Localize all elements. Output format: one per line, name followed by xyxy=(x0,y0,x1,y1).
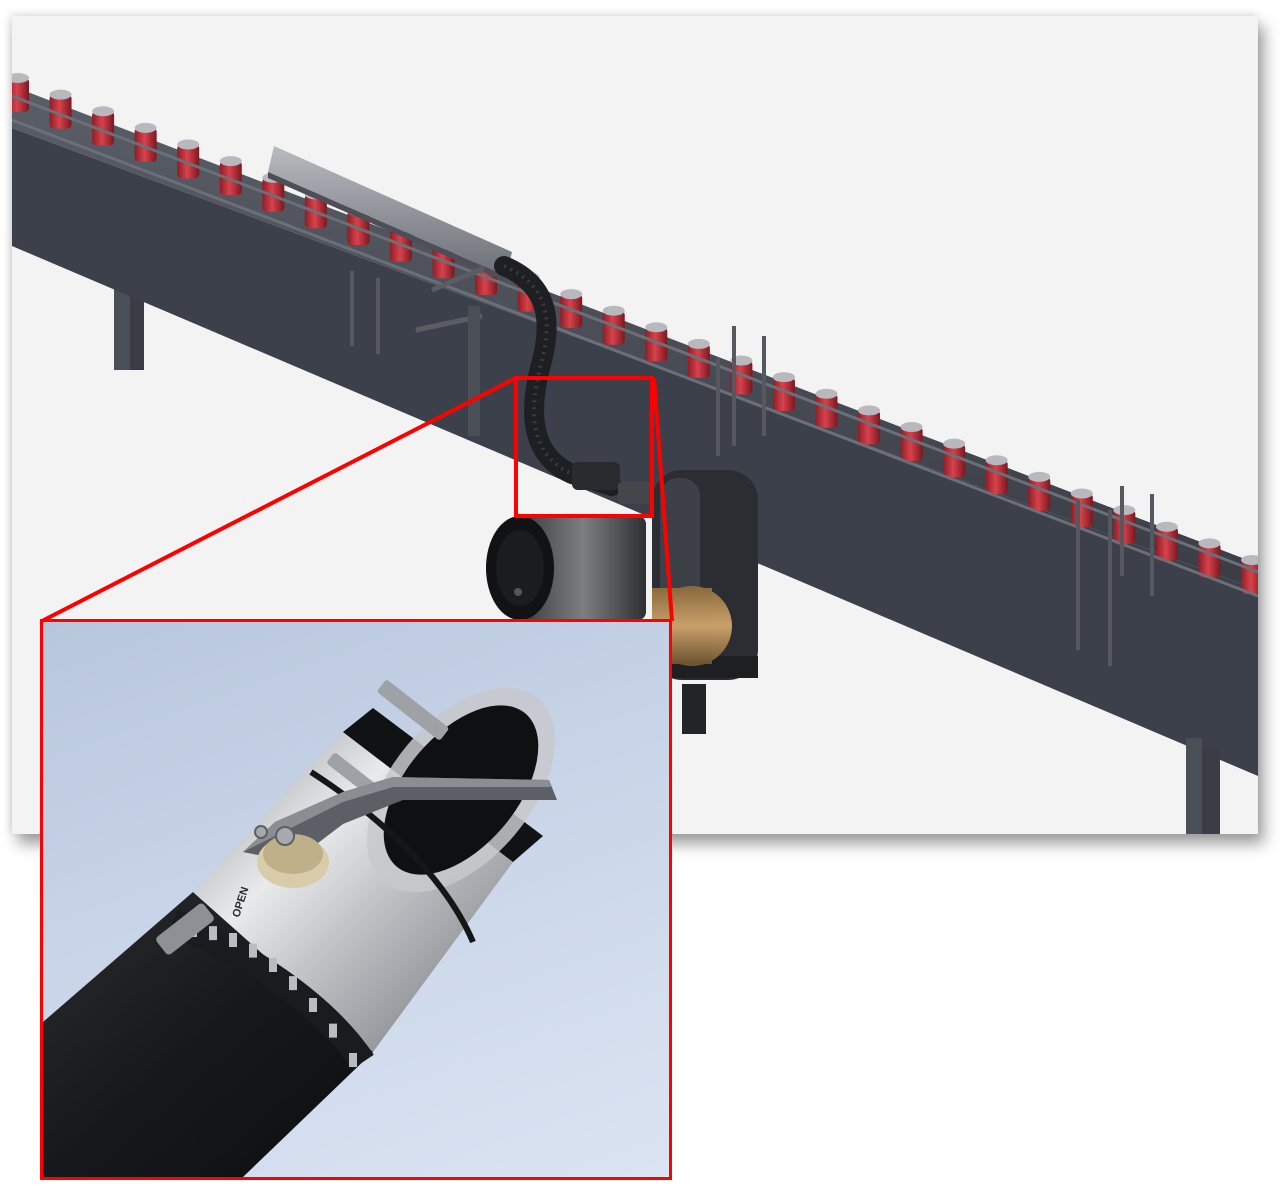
closeup-hose xyxy=(43,892,373,1177)
support-leg-left xyxy=(114,278,144,370)
support-leg-right xyxy=(1186,738,1220,834)
can xyxy=(815,388,838,428)
can xyxy=(858,405,881,445)
zoom-inset: OPEN xyxy=(40,619,672,1180)
clamp-notch xyxy=(209,926,217,941)
guide-rail-back xyxy=(12,94,1258,574)
valve-knob xyxy=(254,825,329,888)
can xyxy=(49,89,72,129)
clamp-notch xyxy=(309,998,317,1012)
valve-handle[interactable] xyxy=(243,777,557,862)
can xyxy=(92,106,115,146)
conveyor-side-panel xyxy=(12,128,1258,776)
guide-rail-front xyxy=(12,118,1258,598)
clamp-notch xyxy=(249,943,257,958)
vacuum-hose xyxy=(494,256,622,496)
can xyxy=(687,338,710,378)
clamp-notch xyxy=(329,1023,337,1038)
clamp-notch xyxy=(269,958,277,972)
can xyxy=(645,322,668,362)
valve-closeup: OPEN xyxy=(43,680,557,1177)
clamp-notch xyxy=(229,933,237,947)
can xyxy=(602,305,625,345)
can xyxy=(943,438,966,478)
clamp-notch xyxy=(289,976,297,991)
can xyxy=(12,73,29,112)
clamp-ring xyxy=(156,903,374,1070)
can xyxy=(772,372,795,412)
can xyxy=(177,139,200,179)
clamp-notch xyxy=(349,1053,357,1067)
can xyxy=(134,122,157,162)
can xyxy=(1241,555,1258,594)
can xyxy=(900,422,923,462)
guide-posts xyxy=(350,271,1154,666)
